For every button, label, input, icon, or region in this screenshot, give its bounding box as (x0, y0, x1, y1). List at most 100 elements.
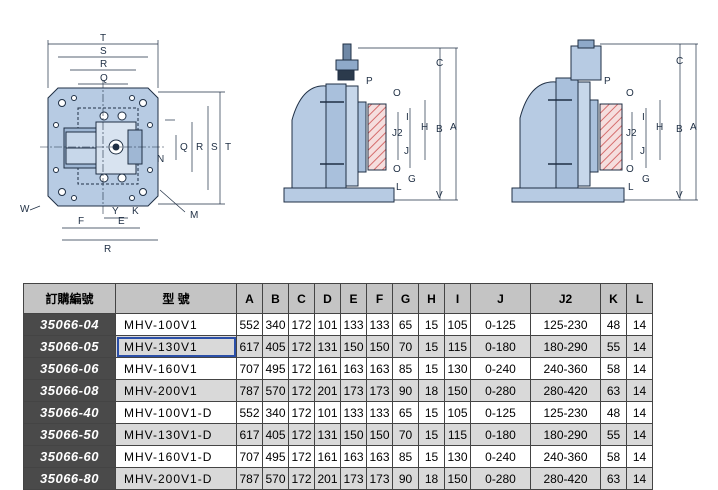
value-g: 85 (392, 445, 419, 468)
order-number: 35066-80 (23, 467, 116, 490)
dim-label-g: G (408, 174, 416, 185)
value-c: 172 (288, 401, 315, 424)
order-number: 35066-50 (23, 423, 116, 446)
value-f: 133 (366, 313, 393, 336)
value-j: 0-180 (470, 335, 531, 358)
value-h: 15 (418, 445, 445, 468)
model-name: MHV-200V1-D (115, 467, 237, 490)
value-i: 130 (444, 445, 471, 468)
table-row: 35066-05 MHV-130V1 617 405 172 131 150 1… (23, 335, 653, 358)
header-d: D (314, 283, 341, 314)
value-c: 172 (288, 445, 315, 468)
value-l: 14 (626, 467, 653, 490)
value-j2: 125-230 (530, 313, 601, 336)
value-b: 405 (262, 335, 289, 358)
value-j2: 125-230 (530, 401, 601, 424)
dim-label-j2-d: J2 (626, 128, 637, 139)
value-c: 172 (288, 423, 315, 446)
value-h: 15 (418, 423, 445, 446)
value-c: 172 (288, 313, 315, 336)
model-name: MHV-160V1-D (115, 445, 237, 468)
table-row: 35066-50 MHV-130V1-D 617 405 172 131 150… (23, 423, 653, 446)
value-d: 201 (314, 467, 341, 490)
value-a: 787 (236, 467, 263, 490)
spec-table: 訂購編號 型 號 A B C D E F G H I J J2 K L 3506… (23, 283, 653, 490)
side-view-d-variant-labels: P C B A H I J2 J O O G L V (604, 56, 697, 201)
value-i: 130 (444, 357, 471, 380)
dim-label-q: Q (100, 73, 108, 84)
front-view-labels: T S R Q N Q R S T W F E Y K R M (20, 33, 231, 255)
value-b: 340 (262, 401, 289, 424)
dim-label-i: I (406, 112, 409, 123)
value-l: 14 (626, 401, 653, 424)
dim-label-a: A (450, 122, 457, 133)
order-number: 35066-08 (23, 379, 116, 402)
technical-drawing: T S R Q N Q R S T W F E Y K R M (20, 33, 698, 255)
value-g: 70 (392, 423, 419, 446)
dim-label-h: H (421, 122, 428, 133)
value-h: 18 (418, 467, 445, 490)
value-i: 105 (444, 313, 471, 336)
value-h: 15 (418, 335, 445, 358)
value-g: 90 (392, 467, 419, 490)
value-g: 85 (392, 357, 419, 380)
value-g: 65 (392, 401, 419, 424)
value-d: 161 (314, 445, 341, 468)
model-name: MHV-100V1-D (115, 401, 237, 424)
front-view-dimensions (29, 40, 225, 241)
value-b: 495 (262, 445, 289, 468)
value-j: 0-240 (470, 445, 531, 468)
value-e: 163 (340, 445, 367, 468)
value-d: 161 (314, 357, 341, 380)
value-k: 63 (600, 379, 627, 402)
header-l: L (626, 283, 653, 314)
value-e: 163 (340, 357, 367, 380)
value-l: 14 (626, 423, 653, 446)
header-g: G (392, 283, 419, 314)
dim-label-j-d: J (640, 146, 645, 157)
dim-label-b-d: B (676, 124, 683, 135)
value-d: 201 (314, 379, 341, 402)
side-view-standard-labels: P C B A H I J2 J O O G L V (366, 58, 457, 201)
dim-label-j2: J2 (392, 128, 403, 139)
model-name: MHV-200V1 (115, 379, 237, 402)
value-f: 163 (366, 357, 393, 380)
value-h: 15 (418, 313, 445, 336)
value-l: 14 (626, 335, 653, 358)
header-k: K (600, 283, 627, 314)
value-a: 552 (236, 313, 263, 336)
value-i: 105 (444, 401, 471, 424)
value-b: 570 (262, 379, 289, 402)
value-j2: 280-420 (530, 379, 601, 402)
dim-label-f: F (78, 216, 84, 227)
value-h: 15 (418, 401, 445, 424)
value-h: 18 (418, 379, 445, 402)
value-g: 90 (392, 379, 419, 402)
value-h: 15 (418, 357, 445, 380)
dim-label-b: B (436, 124, 443, 135)
dim-label-m: M (190, 210, 198, 221)
value-f: 133 (366, 401, 393, 424)
value-k: 55 (600, 423, 627, 446)
header-b: B (262, 283, 289, 314)
order-number: 35066-40 (23, 401, 116, 424)
value-k: 63 (600, 467, 627, 490)
header-h: H (418, 283, 445, 314)
value-d: 101 (314, 401, 341, 424)
header-j2: J2 (530, 283, 601, 314)
value-f: 150 (366, 335, 393, 358)
dim-label-s-side: S (211, 142, 218, 153)
value-d: 101 (314, 313, 341, 336)
value-j2: 240-360 (530, 445, 601, 468)
value-e: 173 (340, 379, 367, 402)
dim-label-c: C (436, 58, 443, 69)
value-l: 14 (626, 379, 653, 402)
order-number: 35066-04 (23, 313, 116, 336)
value-j: 0-240 (470, 357, 531, 380)
value-g: 65 (392, 313, 419, 336)
value-d: 131 (314, 335, 341, 358)
dim-label-v-d: V (676, 190, 683, 201)
dim-label-c-d: C (676, 56, 683, 67)
table-row: 35066-04 MHV-100V1 552 340 172 101 133 1… (23, 313, 653, 336)
value-f: 163 (366, 445, 393, 468)
